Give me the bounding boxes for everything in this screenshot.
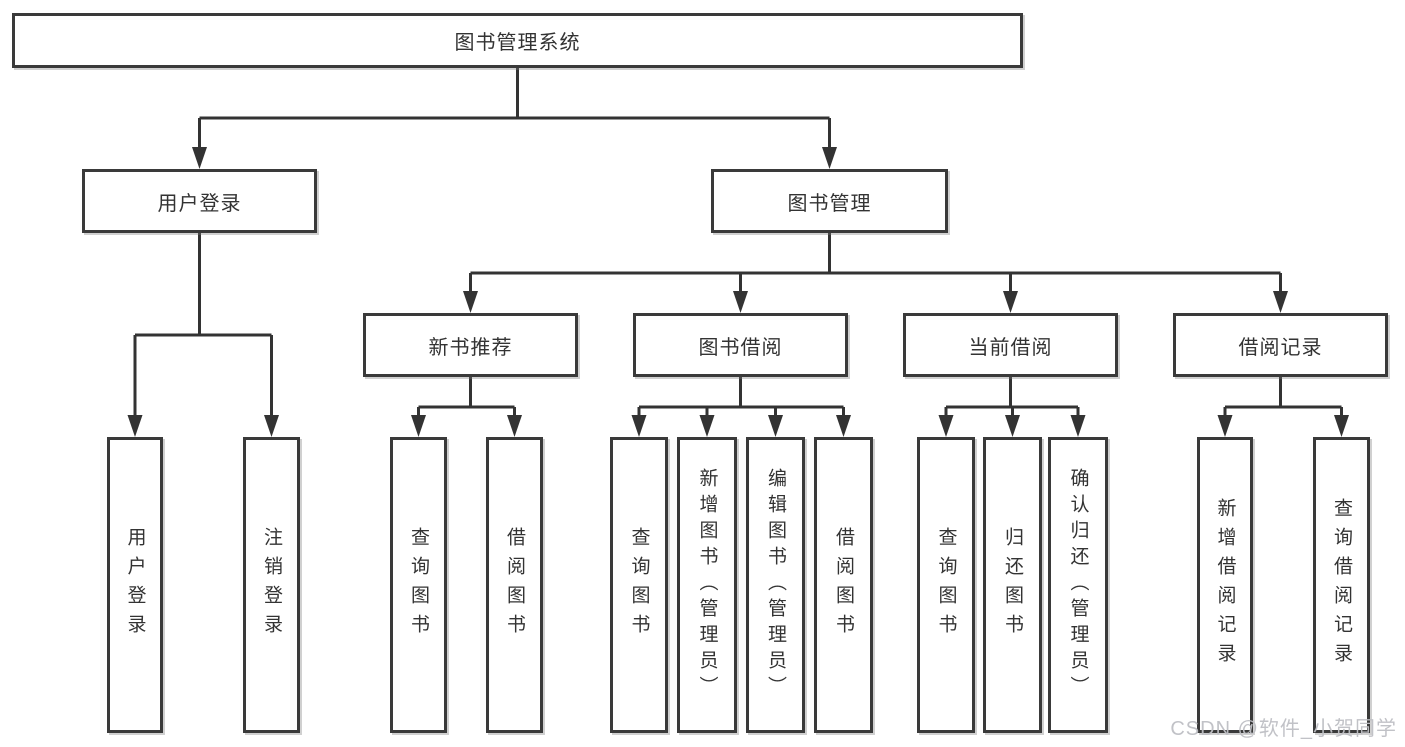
node-add-borrow-record: 新增借阅记录 — [1197, 437, 1253, 733]
node-book-management: 图书管理 — [711, 169, 948, 233]
connector-paths — [133, 68, 1343, 421]
node-new-book-recommendation-label: 新书推荐 — [428, 336, 513, 359]
node-query-books-borrow: 查询图书 — [610, 437, 668, 733]
node-new-book-recommendation: 新书推荐 — [363, 313, 578, 377]
node-add-borrow-record-label: 新增借阅记录 — [1214, 498, 1236, 672]
node-query-books-current-label: 查询图书 — [935, 527, 957, 643]
node-book-borrowing: 图书借阅 — [633, 313, 848, 377]
node-borrow-books-recommend: 借阅图书 — [486, 437, 543, 733]
node-query-books-current: 查询图书 — [917, 437, 975, 733]
node-query-borrow-record: 查询借阅记录 — [1313, 437, 1370, 733]
node-edit-book-admin-label: 编辑图书（管理员） — [765, 468, 786, 702]
node-borrow-books-borrow: 借阅图书 — [814, 437, 873, 733]
arrowheads — [127, 147, 1349, 437]
node-logout-action: 注销登录 — [243, 437, 300, 733]
node-root-label: 图书管理系统 — [454, 32, 581, 54]
node-query-books-recommend: 查询图书 — [390, 437, 447, 733]
node-borrow-books-recommend-label: 借阅图书 — [504, 527, 525, 643]
node-current-borrowing: 当前借阅 — [903, 313, 1118, 377]
node-user-login-label: 用户登录 — [157, 192, 242, 215]
node-return-books-label: 归还图书 — [1002, 527, 1023, 643]
node-book-management-label: 图书管理 — [787, 192, 872, 215]
node-add-book-admin-label: 新增图书（管理员） — [696, 468, 718, 702]
node-user-login: 用户登录 — [82, 169, 317, 233]
node-current-borrowing-label: 当前借阅 — [968, 336, 1053, 359]
node-confirm-return-admin: 确认归还（管理员） — [1048, 437, 1108, 733]
node-edit-book-admin: 编辑图书（管理员） — [746, 437, 805, 733]
node-query-books-borrow-label: 查询图书 — [628, 527, 650, 643]
node-root: 图书管理系统 — [12, 13, 1023, 68]
node-user-login-action: 用户登录 — [107, 437, 163, 733]
node-query-books-recommend-label: 查询图书 — [408, 527, 429, 643]
node-add-book-admin: 新增图书（管理员） — [677, 437, 737, 733]
node-query-borrow-record-label: 查询借阅记录 — [1331, 498, 1352, 672]
node-book-borrowing-label: 图书借阅 — [698, 336, 783, 359]
node-confirm-return-admin-label: 确认归还（管理员） — [1067, 468, 1089, 702]
node-borrowing-records: 借阅记录 — [1173, 313, 1388, 377]
node-return-books: 归还图书 — [983, 437, 1042, 733]
csdn-watermark: CSDN @软件_小贺同学 — [1170, 718, 1397, 740]
node-logout-action-label: 注销登录 — [261, 527, 282, 643]
node-borrow-books-borrow-label: 借阅图书 — [833, 527, 854, 643]
node-borrowing-records-label: 借阅记录 — [1238, 336, 1323, 359]
node-user-login-action-label: 用户登录 — [124, 527, 146, 643]
